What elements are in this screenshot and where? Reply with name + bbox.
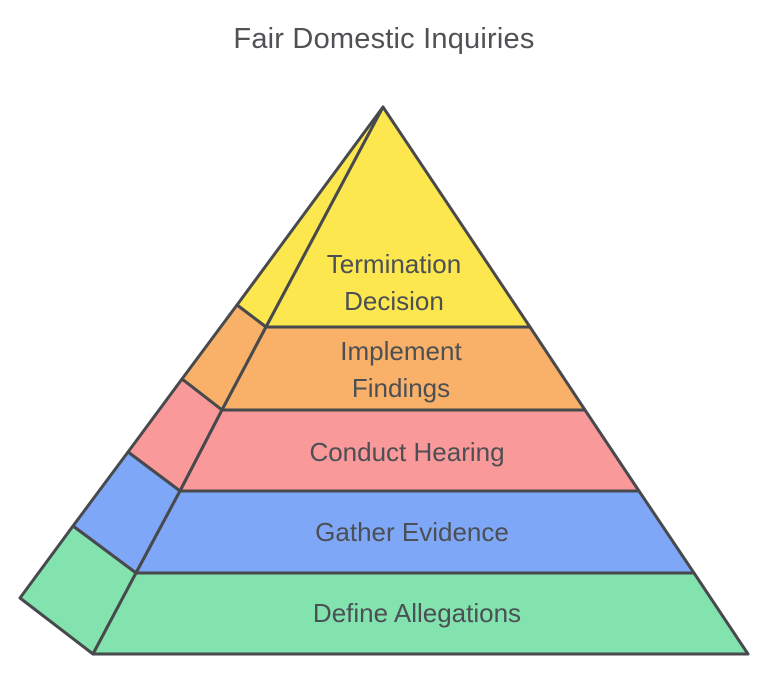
pyramid-level-5-front-face (91, 571, 750, 656)
pyramid-level-4-label: Gather Evidence (315, 517, 509, 547)
pyramid-level-define-allegations (18, 524, 750, 656)
pyramid-level-gather-evidence (71, 450, 696, 575)
diagram-title: Fair Domestic Inquiries (233, 23, 535, 55)
pyramid-level-1-label-line-1: Termination (327, 249, 461, 279)
pyramid-level-conduct-hearing (126, 377, 641, 493)
pyramid-level-2-label-line-2: Findings (352, 373, 450, 403)
pyramid-level-2-label-line-1: Implement (340, 336, 462, 366)
pyramid-level-5-label: Define Allegations (313, 598, 521, 628)
pyramid-level-1-label-line-2: Decision (344, 286, 444, 316)
pyramid-level-3-label: Conduct Hearing (309, 437, 504, 467)
